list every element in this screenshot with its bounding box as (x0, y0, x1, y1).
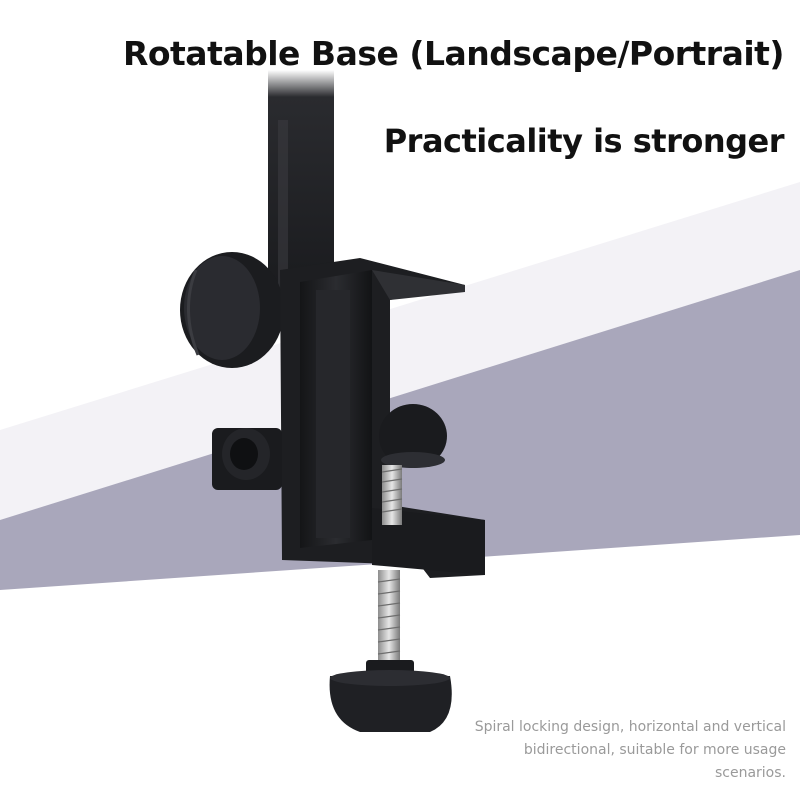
stand-pole (268, 70, 334, 295)
clamp-top-pad (379, 404, 447, 468)
side-lock-knob (212, 428, 282, 490)
desk-top-surface (0, 182, 800, 520)
upper-screw-thread (382, 465, 402, 525)
headline: Rotatable Base (Landscape/Portrait) (122, 34, 785, 73)
clamp-body (280, 258, 485, 578)
subheadline: Practicality is stronger (383, 122, 785, 160)
feature-caption: Spiral locking design, horizontal and ve… (474, 719, 786, 781)
bottom-tightening-knob (329, 660, 452, 732)
rotation-knob (180, 252, 284, 368)
